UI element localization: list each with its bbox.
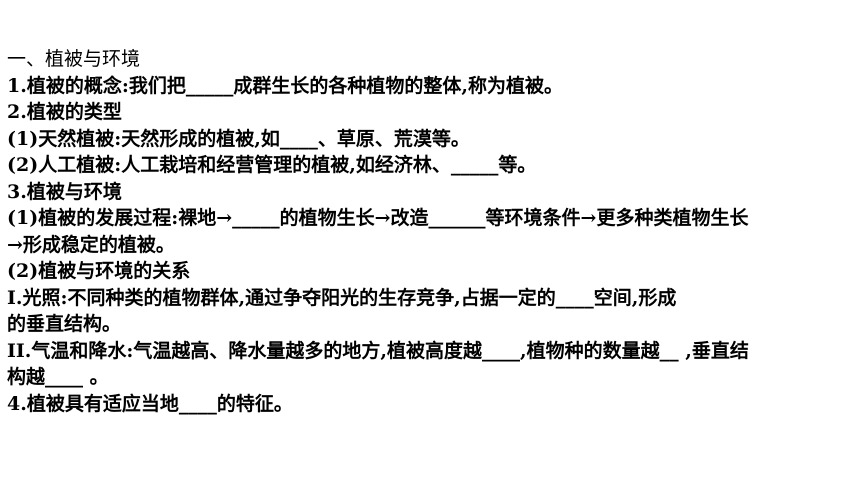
natural-vegetation-line: (1)天然植被:天然形成的植被,如____、草原、荒漠等。 <box>7 127 470 150</box>
artificial-vegetation-line: (2)人工植被:人工栽培和经营管理的植被,如经济林、_____等。 <box>7 154 537 176</box>
development-process-line: (1)植被的发展过程:裸地→_____的植物生长→改造______等环境条件→更… <box>7 207 749 229</box>
vegetation-environment-heading: 3.植被与环境 <box>7 180 122 203</box>
temperature-precipitation-line: II.气温和降水:气温越高、降水量越多的地方,植被高度越____,植物种的数量越… <box>7 339 749 362</box>
light-line: I.光照:不同种类的植物群体,通过争夺阳光的生存竞争,占据一定的____空间,形… <box>7 286 677 309</box>
section-heading: 一、植被与环境 <box>7 48 141 70</box>
types-heading: 2.植被的类型 <box>7 101 122 123</box>
adaptation-line: 4.植被具有适应当地____的特征。 <box>7 392 293 415</box>
concept-line: 1.植被的概念:我们把_____成群生长的各种植物的整体,称为植被。 <box>7 74 563 97</box>
temperature-precipitation-continuation: 构越____ 。 <box>7 366 109 388</box>
light-continuation: 的垂直结构。 <box>7 313 122 335</box>
development-process-continuation: →形成稳定的植被。 <box>7 233 175 256</box>
relationship-heading: (2)植被与环境的关系 <box>7 260 191 282</box>
document-body: 一、植被与环境 1.植被的概念:我们把_____成群生长的各种植物的整体,称为植… <box>7 46 853 417</box>
